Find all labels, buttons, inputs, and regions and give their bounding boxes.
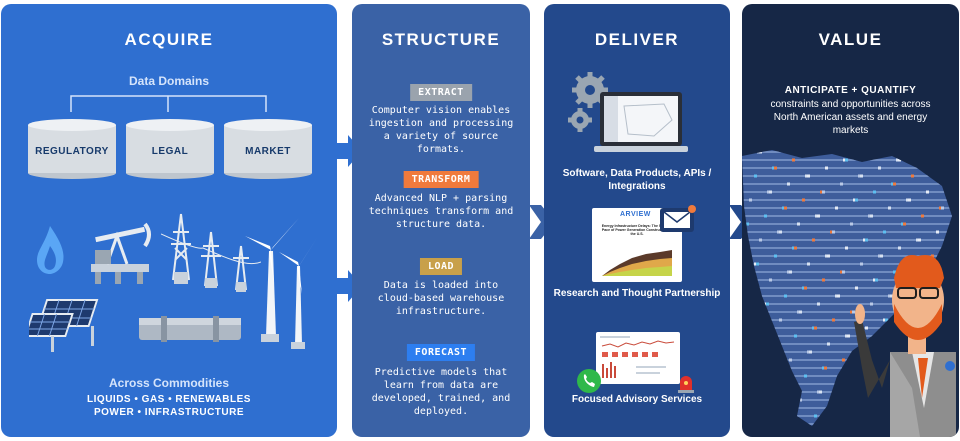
tag-forecast: FORECAST [406, 344, 476, 361]
pipeline-icon [139, 316, 241, 342]
alert-siren-icon [678, 376, 694, 393]
deliver-panel: DELIVER Software, Data Products, APIs / … [544, 4, 730, 437]
domain-regulatory: REGULATORY [35, 146, 109, 157]
forecast-text: Predictive models that learn from data a… [371, 367, 511, 417]
gas-flame-icon [37, 226, 64, 274]
domains-bracket [70, 95, 267, 112]
regulatory-database-icon: REGULATORY [27, 118, 117, 180]
extract-text: Computer vision enables ingestion and pr… [368, 105, 514, 155]
flow-arrow-lower [336, 270, 362, 302]
wind-turbine-icon [245, 218, 317, 349]
solar-panel-icon [29, 299, 99, 352]
flow-arrow-upper [336, 135, 362, 167]
tag-extract: EXTRACT [410, 84, 472, 101]
value-headline: ANTICIPATE + QUANTIFY [784, 85, 917, 96]
domain-legal: LEGAL [151, 146, 189, 157]
analyst-character-illustration [854, 254, 956, 437]
flow-arrow-structure-deliver [529, 205, 555, 239]
email-envelope-icon [660, 205, 696, 232]
tag-transform: TRANSFORM [403, 171, 479, 188]
advisory-report-thumbnail [596, 332, 680, 384]
deliver-research-label: Research and Thought Partnership [553, 288, 721, 299]
legal-database-icon: LEGAL [125, 118, 215, 180]
deliver-title: DELIVER [594, 30, 680, 49]
load-text: Data is loaded into cloud-based warehous… [377, 280, 505, 317]
data-domains-label: Data Domains [128, 74, 210, 88]
value-title: VALUE [818, 30, 883, 49]
report-title: Energy Infrastructure Delays: The Slowin… [601, 224, 673, 236]
laptop-icon [594, 92, 688, 152]
report-area-chart [602, 250, 672, 276]
commodities-line-2: POWER • INFRASTRUCTURE [93, 407, 245, 418]
acquire-title: ACQUIRE [124, 30, 214, 49]
value-panel: VALUE ANTICIPATE + QUANTIFY constraints … [742, 4, 959, 437]
commodities-line-1: LIQUIDS • GAS • RENEWABLES [87, 394, 251, 405]
value-body: constraints and opportunities across Nor… [770, 99, 931, 136]
across-commodities-label: Across Commodities [108, 376, 230, 390]
gears-icon [568, 72, 608, 132]
deliver-advisory-label: Focused Advisory Services [571, 394, 703, 405]
report-brand: ARVIEW [620, 211, 651, 218]
phone-icon [577, 369, 601, 393]
structure-panel: STRUCTURE EXTRACT Computer vision enable… [352, 4, 530, 437]
deliver-software-label: Software, Data Products, APIs / Integrat… [562, 168, 712, 192]
tag-load: LOAD [419, 258, 463, 275]
transmission-tower-icon [161, 213, 261, 292]
domain-market: MARKET [245, 146, 291, 157]
oil-pumpjack-icon [91, 222, 151, 284]
structure-title: STRUCTURE [381, 30, 501, 49]
acquire-panel: ACQUIRE Data Domains REGULATORY LEGAL MA… [1, 4, 337, 437]
market-database-icon: MARKET [223, 118, 313, 180]
transform-text: Advanced NLP + parsing techniques transf… [368, 193, 514, 230]
